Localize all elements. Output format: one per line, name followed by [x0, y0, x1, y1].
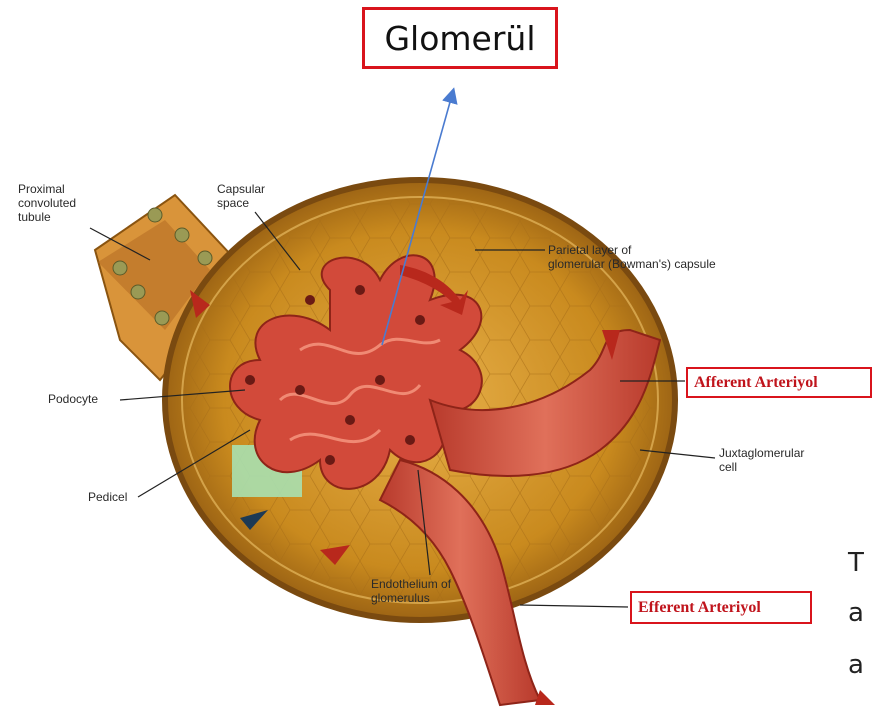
title-box: Glomerül — [362, 7, 558, 69]
label-capsular-line2: space — [217, 196, 265, 210]
edge-fragment-2: a — [848, 598, 864, 628]
label-podocyte: Podocyte — [48, 392, 98, 406]
label-proximal-line3: tubule — [18, 210, 76, 224]
label-pedicel: Pedicel — [88, 490, 127, 504]
label-parietal-line1: Parietal layer of — [548, 243, 716, 257]
efferent-arteriole-callout: Efferent Arteriyol — [630, 591, 812, 624]
label-endothelium-line1: Endothelium of — [371, 577, 451, 591]
label-parietal-layer: Parietal layer of glomerular (Bowman's) … — [548, 243, 716, 271]
label-capsular-space: Capsular space — [217, 182, 265, 210]
label-juxta-line2: cell — [719, 460, 804, 474]
label-proximal-line2: convoluted — [18, 196, 76, 210]
label-endothelium-line2: glomerulus — [371, 591, 451, 605]
label-endothelium: Endothelium of glomerulus — [371, 577, 451, 605]
edge-fragment-1: T — [848, 548, 864, 578]
label-juxta-line1: Juxtaglomerular — [719, 446, 804, 460]
afferent-arteriole-callout: Afferent Arteriyol — [686, 367, 872, 398]
label-proximal-convoluted-tubule: Proximal convoluted tubule — [18, 182, 76, 224]
label-proximal-line1: Proximal — [18, 182, 76, 196]
label-juxtaglomerular-cell: Juxtaglomerular cell — [719, 446, 804, 474]
label-capsular-line1: Capsular — [217, 182, 265, 196]
label-parietal-line2: glomerular (Bowman's) capsule — [548, 257, 716, 271]
edge-fragment-3: a — [848, 650, 864, 680]
